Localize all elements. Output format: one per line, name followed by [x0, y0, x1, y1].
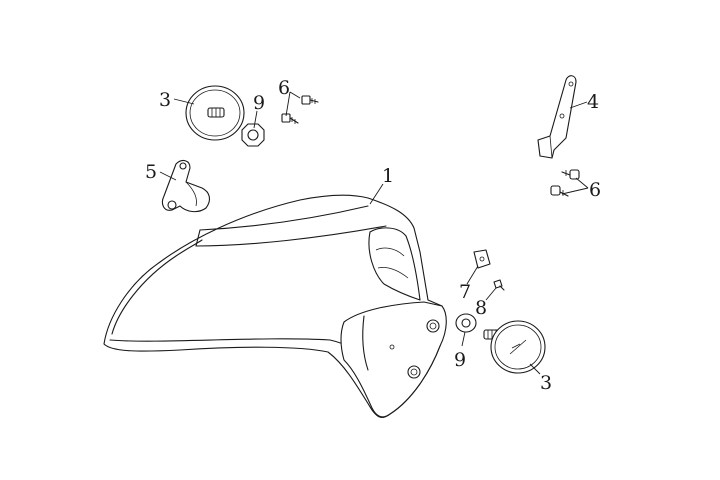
part-5-bracket [161, 159, 211, 213]
part-8-small-screw [493, 279, 505, 291]
callout-8: 8 [475, 297, 487, 319]
callout-labels: 1 3 9 6 4 5 6 7 8 9 3 [145, 77, 601, 394]
part-6-screws-top [281, 95, 319, 124]
callout-1: 1 [382, 165, 394, 187]
callout-5: 5 [145, 161, 157, 183]
part-9-nut-top [241, 123, 265, 147]
leader-lines [159, 91, 589, 375]
callout-9-bottom: 9 [454, 349, 466, 371]
callout-6-top: 6 [278, 77, 290, 99]
callout-7: 7 [459, 281, 471, 303]
callout-4: 4 [587, 91, 599, 113]
part-3-reflector-bottom [483, 320, 546, 374]
part-1-fender [103, 194, 447, 419]
part-6-screws-right [550, 169, 580, 197]
part-3-reflector-top [185, 85, 245, 141]
callout-9-top: 9 [253, 92, 265, 114]
part-4-long-bracket [537, 75, 577, 159]
part-7-clip-nut [473, 249, 491, 269]
callout-3-bottom: 3 [540, 372, 552, 394]
callout-3-top: 3 [159, 89, 171, 111]
callout-6-right: 6 [589, 179, 601, 201]
part-9-washer-bottom [455, 313, 477, 333]
